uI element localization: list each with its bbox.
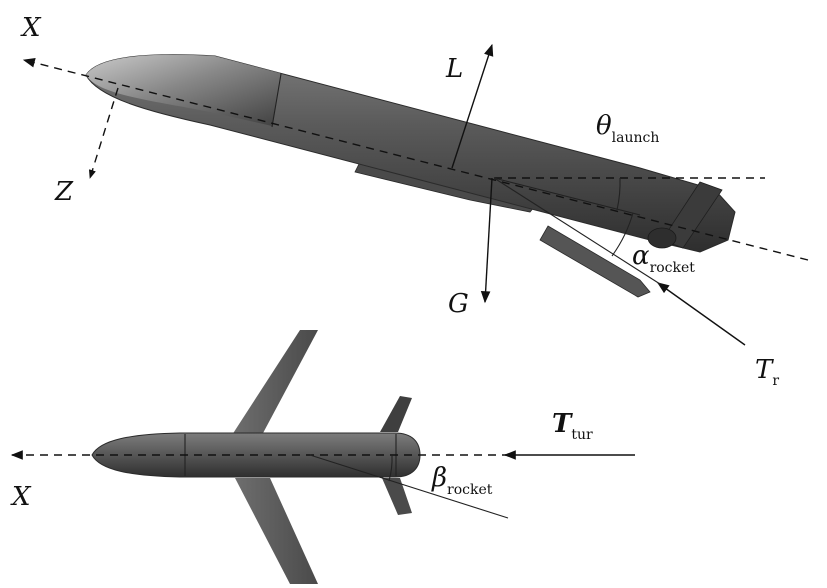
gravity-arrow: [480, 177, 493, 304]
beta-symbol: β: [431, 463, 447, 493]
gravity-label: G: [448, 289, 469, 319]
side-nose-highlight: [86, 54, 280, 126]
thrust-arrow: [657, 282, 746, 346]
alpha-symbol: α: [632, 241, 650, 271]
theta-launch-label: θlaunch: [596, 111, 659, 146]
theta-symbol: θ: [596, 111, 612, 141]
theta-launch-arc: [616, 177, 621, 211]
thrust-tur-label: Ttur: [552, 409, 593, 443]
side-rocket-booster: [539, 225, 651, 298]
side-x-label: X: [20, 13, 42, 43]
side-body-ref: [493, 177, 641, 216]
thrust-tur-symbol: T: [552, 409, 573, 439]
alpha-rocket-arc: [611, 212, 634, 257]
top-tail-fin-upper: [380, 396, 412, 432]
side-exhaust: [647, 227, 677, 249]
side-z-axis: [88, 87, 119, 179]
beta-line: [309, 454, 509, 519]
beta-subscript: rocket: [447, 482, 493, 498]
alpha-rocket-label: αrocket: [632, 241, 695, 276]
top-tail-fin-lower: [382, 478, 412, 515]
top-wing-lower: [235, 478, 318, 584]
thrust-line: [493, 177, 661, 285]
thrust-r-subscript: r: [772, 373, 779, 389]
alpha-subscript: rocket: [650, 260, 696, 276]
side-view: X Z L G θlaunch αrocket Tr: [20, 13, 809, 389]
side-tail-fin: [661, 181, 723, 249]
thrust-r-label: Tr: [755, 355, 779, 389]
side-z-label: Z: [54, 177, 74, 207]
top-x-label: X: [10, 482, 32, 512]
beta-rocket-label: βrocket: [431, 463, 493, 498]
top-view: X Ttur βrocket: [10, 330, 635, 584]
top-wing-upper: [232, 330, 318, 435]
side-x-axis: [22, 58, 809, 261]
thrust-r-symbol: T: [755, 355, 774, 385]
thrust-tur-subscript: tur: [571, 427, 593, 443]
theta-subscript: launch: [612, 130, 660, 146]
lift-arrow: [451, 43, 494, 169]
beta-rocket-arc: [388, 454, 393, 482]
lift-label: L: [445, 54, 463, 84]
side-panel-line: [271, 73, 282, 128]
